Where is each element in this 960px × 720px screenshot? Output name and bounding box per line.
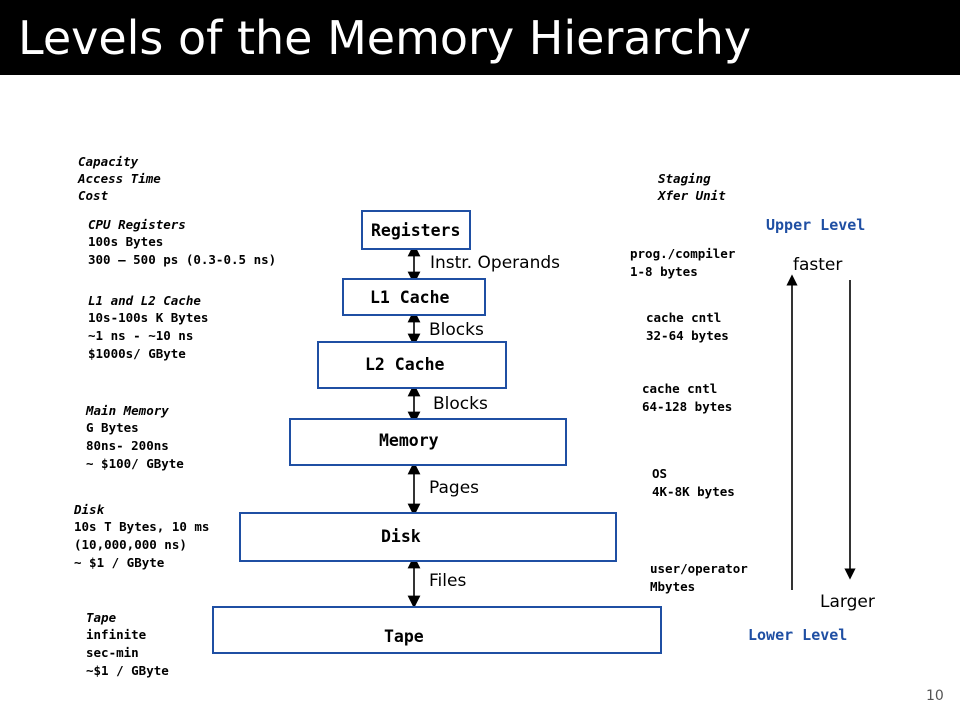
- box-label: Registers: [371, 221, 461, 240]
- link-label-pages: Pages: [429, 478, 480, 498]
- desc-line: 300 – 500 ps (0.3-0.5 ns): [88, 252, 277, 267]
- desc-line: (10,000,000 ns): [74, 537, 187, 552]
- desc-title: Disk: [74, 502, 105, 517]
- xfer-memory: OS 4K-8K bytes: [652, 465, 735, 501]
- left-header-capacity: Capacity: [78, 154, 139, 169]
- desc-line: ~1 ns - ~10 ns: [88, 328, 194, 343]
- xfer-line: cache cntl: [646, 310, 722, 325]
- xfer-line: prog./compiler: [630, 246, 736, 261]
- link-label-blocks-2: Blocks: [433, 394, 488, 414]
- xfer-line: 4K-8K bytes: [652, 484, 735, 499]
- link-label-files: Files: [429, 571, 467, 591]
- left-header-cost: Cost: [78, 188, 109, 203]
- faster-label: faster: [793, 255, 843, 275]
- desc-line: ~ $100/ GByte: [86, 456, 184, 471]
- box-label: L1 Cache: [370, 288, 450, 307]
- xfer-l2: cache cntl 64-128 bytes: [642, 380, 732, 416]
- link-label-blocks-1: Blocks: [429, 320, 484, 340]
- desc-registers: CPU Registers 100s Bytes 300 – 500 ps (0…: [88, 216, 276, 269]
- desc-cache: L1 and L2 Cache 10s-100s K Bytes ~1 ns -…: [88, 292, 208, 363]
- desc-line: 80ns- 200ns: [86, 438, 169, 453]
- page-number: 10: [926, 688, 944, 704]
- right-header-staging: Staging: [658, 171, 711, 186]
- box-l1-cache: L1 Cache: [342, 278, 486, 316]
- xfer-line: 64-128 bytes: [642, 399, 733, 414]
- box-memory: Memory: [289, 418, 567, 466]
- box-l2-cache: L2 Cache: [317, 341, 507, 389]
- xfer-l1: cache cntl 32-64 bytes: [646, 309, 729, 345]
- desc-title: Tape: [86, 610, 117, 625]
- title-bar: Levels of the Memory Hierarchy: [0, 0, 960, 75]
- xfer-line: user/operator: [650, 561, 748, 576]
- xfer-line: 1-8 bytes: [630, 264, 698, 279]
- desc-line: sec-min: [86, 645, 139, 660]
- desc-line: 10s T Bytes, 10 ms: [74, 519, 210, 534]
- desc-line: G Bytes: [86, 420, 139, 435]
- xfer-line: 32-64 bytes: [646, 328, 729, 343]
- desc-line: 100s Bytes: [88, 234, 164, 249]
- desc-disk: Disk 10s T Bytes, 10 ms (10,000,000 ns) …: [74, 501, 209, 572]
- right-header-xfer-unit: Xfer Unit: [658, 188, 726, 203]
- xfer-registers: prog./compiler 1-8 bytes: [630, 245, 735, 281]
- xfer-disk: user/operator Mbytes: [650, 560, 748, 596]
- desc-line: $1000s/ GByte: [88, 346, 186, 361]
- page-title: Levels of the Memory Hierarchy: [18, 11, 752, 65]
- desc-title: L1 and L2 Cache: [88, 293, 201, 308]
- box-tape: Tape: [212, 606, 662, 654]
- desc-line: ~$1 / GByte: [86, 663, 169, 678]
- box-label: L2 Cache: [365, 355, 445, 374]
- box-registers: Registers: [361, 210, 471, 250]
- left-header: Capacity Access Time Cost: [78, 153, 161, 204]
- desc-memory: Main Memory G Bytes 80ns- 200ns ~ $100/ …: [86, 402, 184, 473]
- box-disk: Disk: [239, 512, 617, 562]
- upper-level-label: Upper Level: [766, 216, 866, 234]
- right-header: Staging Xfer Unit: [658, 170, 726, 204]
- larger-label: Larger: [820, 592, 875, 612]
- xfer-line: Mbytes: [650, 579, 696, 594]
- box-label: Memory: [379, 431, 439, 450]
- desc-title: Main Memory: [86, 403, 169, 418]
- desc-title: CPU Registers: [88, 217, 186, 232]
- desc-line: ~ $1 / GByte: [74, 555, 165, 570]
- xfer-line: cache cntl: [642, 381, 718, 396]
- box-label: Tape: [384, 627, 424, 646]
- lower-level-label: Lower Level: [748, 626, 848, 644]
- link-label-instr-operands: Instr. Operands: [430, 253, 561, 273]
- left-header-access-time: Access Time: [78, 171, 161, 186]
- desc-line: 10s-100s K Bytes: [88, 310, 209, 325]
- desc-tape: Tape infinite sec-min ~$1 / GByte: [86, 609, 169, 680]
- xfer-line: OS: [652, 466, 668, 481]
- desc-line: infinite: [86, 627, 147, 642]
- box-label: Disk: [381, 527, 421, 546]
